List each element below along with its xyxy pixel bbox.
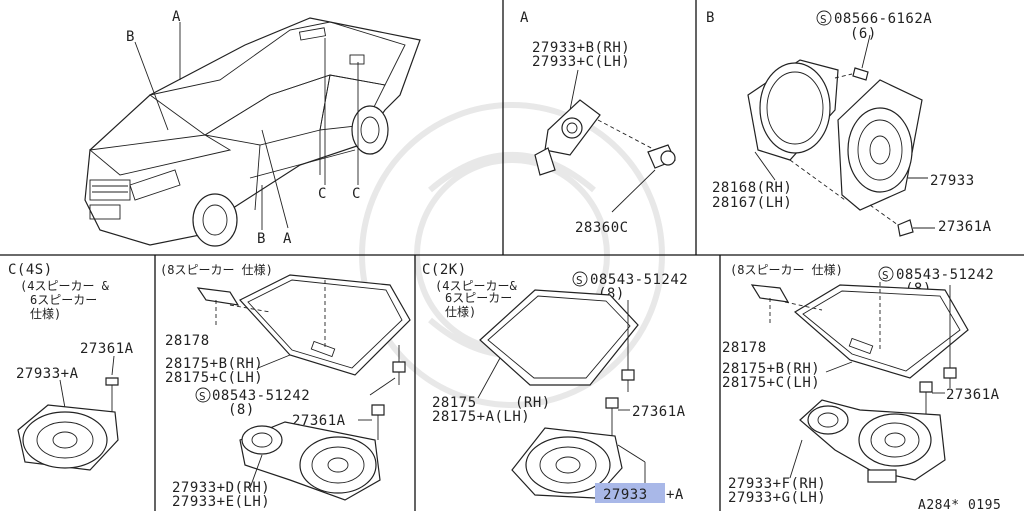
screw-08543-a xyxy=(369,345,406,396)
panel-b-screw2: 27361A xyxy=(938,219,992,235)
panel-c2k8-pn-sp-rh: 27933+F(RH) xyxy=(728,476,826,492)
cap-28178-b xyxy=(750,284,823,325)
screw-symbol xyxy=(816,10,832,26)
panel-c2k-screw-s: S xyxy=(576,274,583,287)
panel-c2k8-pn-screw2: 27361A xyxy=(946,387,1000,403)
speaker-2k xyxy=(511,427,646,499)
panel-b-speaker: 27933 xyxy=(930,173,975,189)
cap-28178-a xyxy=(196,287,271,325)
panel-c4s-note2: 6スピーカー xyxy=(30,293,97,307)
rear-board-2k-8sp xyxy=(793,282,969,379)
panel-c4s-title: C(4S) xyxy=(8,262,53,278)
panel-c2k-pn-rh-tag: (RH) xyxy=(515,395,551,411)
panel-b-screw: 08566-6162A xyxy=(834,11,932,27)
speaker-8sp-a xyxy=(239,404,385,501)
panel-b-title: B xyxy=(706,10,715,26)
panel-c2k-pn-board: 28175 xyxy=(432,395,477,411)
highlight-box xyxy=(595,483,665,503)
panel-c4s8-pn-cap: 28178 xyxy=(165,333,210,349)
panel-c4s-note3: 仕様) xyxy=(30,307,61,321)
tweeter-assembly xyxy=(534,69,656,176)
screw-symbol xyxy=(195,387,211,403)
speaker-8sp-b xyxy=(789,399,946,483)
panel-a-pn-clip: 28360C xyxy=(575,220,629,236)
rear-board-4s xyxy=(239,274,411,376)
panel-c2k8-screw: 08543-51242 xyxy=(896,267,994,283)
panel-c2k-pn-screw2: 27361A xyxy=(632,404,686,420)
panel-c2k-pn-speaker-suffix: +A xyxy=(666,487,684,503)
panel-b-screw-qty: (6) xyxy=(850,26,877,42)
panel-c2k-note2: 6スピーカー xyxy=(445,291,512,305)
panel-c4s8-pn-sp-rh: 27933+D(RH) xyxy=(172,480,270,496)
screw-symbol xyxy=(572,271,588,287)
car-label-c1: C xyxy=(318,186,327,202)
panel-c2k8-title: (8スピーカー 仕様) xyxy=(730,263,843,277)
car-label-c2: C xyxy=(352,186,361,202)
panel-c4s8-pn-lh: 28175+C(LH) xyxy=(165,370,263,386)
panel-b-screw-s: S xyxy=(820,13,827,26)
panel-c4s8-pn-rh: 28175+B(RH) xyxy=(165,356,263,372)
panel-c4s8-screw-s: S xyxy=(199,390,206,403)
panel-c2k-screw: 08543-51242 xyxy=(590,272,688,288)
panel-c4s-pn-screw: 27361A xyxy=(80,341,134,357)
car-label-b2: B xyxy=(257,231,266,247)
car-label-b: B xyxy=(126,29,135,45)
panel-c2k-title: C(2K) xyxy=(422,262,467,278)
speaker-bracket xyxy=(747,34,871,161)
panel-c2k8-pn-sp-lh: 27933+G(LH) xyxy=(728,490,826,506)
diagram-code: A284* 0195 xyxy=(918,498,1001,511)
screw-27361a-8sp xyxy=(919,381,945,418)
panel-c4s8-title: (8スピーカー 仕様) xyxy=(160,263,273,277)
panel-c2k8-pn-rh: 28175+B(RH) xyxy=(722,361,820,377)
car-label-a: A xyxy=(172,9,181,25)
rear-board-2k xyxy=(477,289,639,399)
panel-c2k-note1: (4スピーカー& xyxy=(435,279,517,293)
panel-c4s8-screw: 08543-51242 xyxy=(212,388,310,404)
panel-a-title: A xyxy=(520,10,529,26)
panel-c4s-pn-speaker: 27933+A xyxy=(16,366,79,382)
panel-c2k-pn-speaker[interactable]: 27933 xyxy=(603,487,648,503)
panel-c4s8-pn-screw2: 27361A xyxy=(292,413,346,429)
screw-27361a-2k xyxy=(605,397,630,440)
panel-c2k8-pn-cap: 28178 xyxy=(722,340,767,356)
clip-part xyxy=(611,144,676,213)
car-illustration xyxy=(84,17,421,247)
panel-c4s-note1: (4スピーカー & xyxy=(20,279,110,293)
screw-08543-b xyxy=(943,285,957,388)
screw-symbol xyxy=(878,266,894,282)
panel-c2k-pn-board2: 28175+A(LH) xyxy=(432,409,530,425)
speaker-4s xyxy=(17,355,119,471)
panel-c2k-note3: 仕様) xyxy=(445,305,476,319)
panel-c2k8-pn-lh: 28175+C(LH) xyxy=(722,375,820,391)
panel-c2k8-screw-s: S xyxy=(882,269,889,282)
panel-a-pn-lh: 27933+C(LH) xyxy=(532,54,630,70)
car-label-a2: A xyxy=(283,231,292,247)
panel-a-pn-rh: 27933+B(RH) xyxy=(532,40,630,56)
panel-c4s8-screw-qty: (8) xyxy=(228,402,255,418)
speaker-unit xyxy=(789,79,935,237)
panel-b-bracket-rh: 28168(RH) xyxy=(712,180,792,196)
panel-b-bracket-lh: 28167(LH) xyxy=(712,195,792,211)
panel-c4s8-pn-sp-lh: 27933+E(LH) xyxy=(172,494,270,510)
